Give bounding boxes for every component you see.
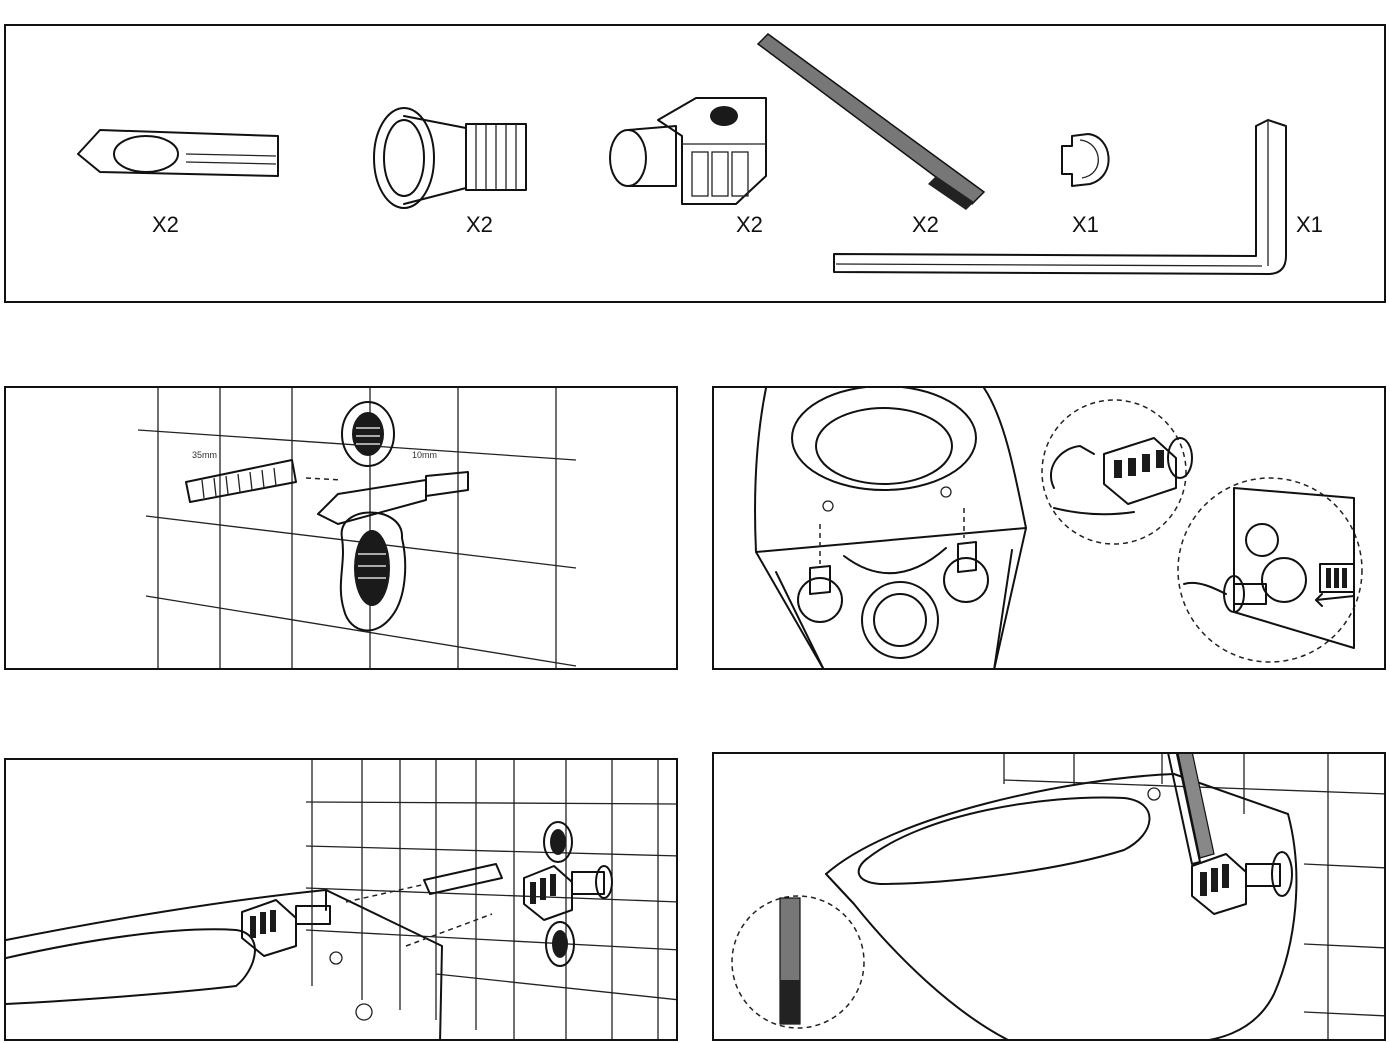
- drill-bit-icon: [77, 129, 279, 177]
- wall-hole-icon: [545, 921, 575, 967]
- detail-callout: [1177, 477, 1363, 663]
- measure-a-label: 35mm: [192, 450, 217, 460]
- measure-b-label: 10mm: [412, 450, 437, 460]
- cube-nut-icon: [241, 899, 331, 957]
- wall-hole-icon: [543, 821, 573, 863]
- hex-key-qty: X1: [1296, 212, 1323, 237]
- step-bowl-rear-illustration: [754, 388, 1363, 668]
- mount-arrow: [405, 913, 493, 947]
- detail-callout: [1041, 399, 1193, 545]
- detail-callout: [731, 895, 865, 1029]
- step-tighten-panel: [712, 752, 1386, 1041]
- mount-arrow: [345, 883, 427, 903]
- anchor-sleeve-icon: [423, 863, 503, 895]
- wall-tiles: [305, 760, 676, 1039]
- drill-bit-qty: X2: [152, 212, 179, 237]
- toilet-bowl-icon: [825, 773, 1298, 1039]
- anchor-sleeve-icon: [373, 107, 527, 209]
- cube-nut-icon: [1191, 851, 1293, 915]
- step-bowl-rear-panel: [712, 386, 1386, 670]
- anchor-sleeve-qty: X2: [466, 212, 493, 237]
- drill-bit-icon: 10mm: [317, 450, 469, 525]
- cap-icon: [1061, 133, 1110, 187]
- threaded-rod-icon: [756, 33, 986, 210]
- step-drill-illustration: 35mm 10mm: [137, 388, 577, 668]
- hex-key-icon: [1167, 754, 1215, 865]
- cube-nut-icon: [609, 97, 767, 205]
- parts-panel: X2 X2 X2 X2 X1 X1: [4, 24, 1386, 303]
- anchor-sleeve-icon: 35mm: [185, 450, 297, 503]
- parts-illustration: [77, 33, 1287, 275]
- threaded-rod-icon: [779, 897, 801, 1025]
- wall-hole-icon: [339, 511, 407, 632]
- cap-qty: X1: [1072, 212, 1099, 237]
- cube-nut-qty: X2: [736, 212, 763, 237]
- threaded-rod-qty: X2: [912, 212, 939, 237]
- hex-key-icon: [833, 119, 1287, 275]
- step-mount-panel: [4, 758, 678, 1041]
- step-mount-illustration: [6, 760, 676, 1039]
- wall-hole-icon: [341, 401, 395, 467]
- step-tighten-illustration: [731, 754, 1384, 1039]
- cube-nut-icon: [523, 865, 613, 921]
- anchor-sleeve-icon: [1223, 575, 1267, 613]
- step-drill-panel: 35mm 10mm: [4, 386, 678, 670]
- cube-nut-icon: [1319, 563, 1355, 593]
- cube-nut-icon: [1103, 437, 1193, 505]
- toilet-bowl-icon: [6, 889, 443, 1039]
- insert-arrow: [305, 477, 343, 481]
- toilet-bowl-icon: [754, 388, 1027, 668]
